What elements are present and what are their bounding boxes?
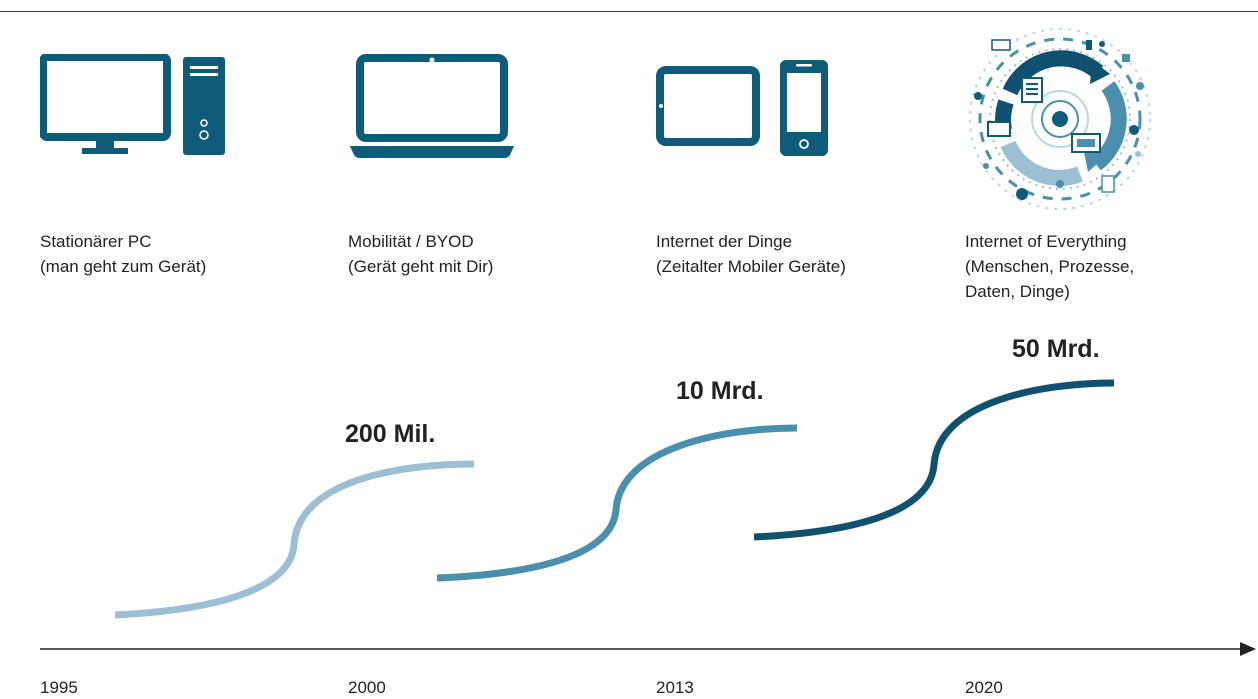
year-label-2000: 2000 [348,678,386,697]
era-title: Mobilität / BYOD [348,232,474,251]
count-label-2000: 200 Mil. [345,420,436,448]
era-subtitle: (man geht zum Gerät) [40,257,207,276]
era-title: Stationärer PC [40,232,152,251]
timeline-arrow-icon [1240,642,1256,656]
tablet-phone-icon [656,60,828,156]
growth-curve-2020 [753,379,1115,541]
era-subtitle: (Gerät geht mit Dir) [348,257,494,276]
year-label-2013: 2013 [656,678,694,697]
year-label-2020: 2020 [965,678,1003,697]
era-label-iot: Internet der Dinge (Zeitalter Mobiler Ge… [656,229,846,279]
era-label-pc: Stationärer PC (man geht zum Gerät) [40,229,206,279]
era-subtitle-2: Daten, Dinge) [965,282,1070,301]
year-label-1995: 1995 [40,678,78,697]
count-label-2020: 50 Mrd. [1012,335,1100,363]
count-label-2013: 10 Mrd. [676,377,764,405]
laptop-icon [350,54,514,158]
growth-curve-2013 [436,424,798,582]
top-divider [0,11,1258,12]
era-title: Internet der Dinge [656,232,793,251]
era-subtitle: (Menschen, Prozesse, [965,257,1135,276]
era-label-ioe: Internet of Everything (Menschen, Prozes… [965,229,1134,304]
growth-curve-2000 [114,460,475,619]
era-subtitle: (Zeitalter Mobiler Geräte) [656,257,846,276]
network-globe-icon [969,28,1151,210]
era-title: Internet of Everything [965,232,1127,251]
desktop-pc-icon [40,54,225,155]
era-label-byod: Mobilität / BYOD (Gerät geht mit Dir) [348,229,493,279]
